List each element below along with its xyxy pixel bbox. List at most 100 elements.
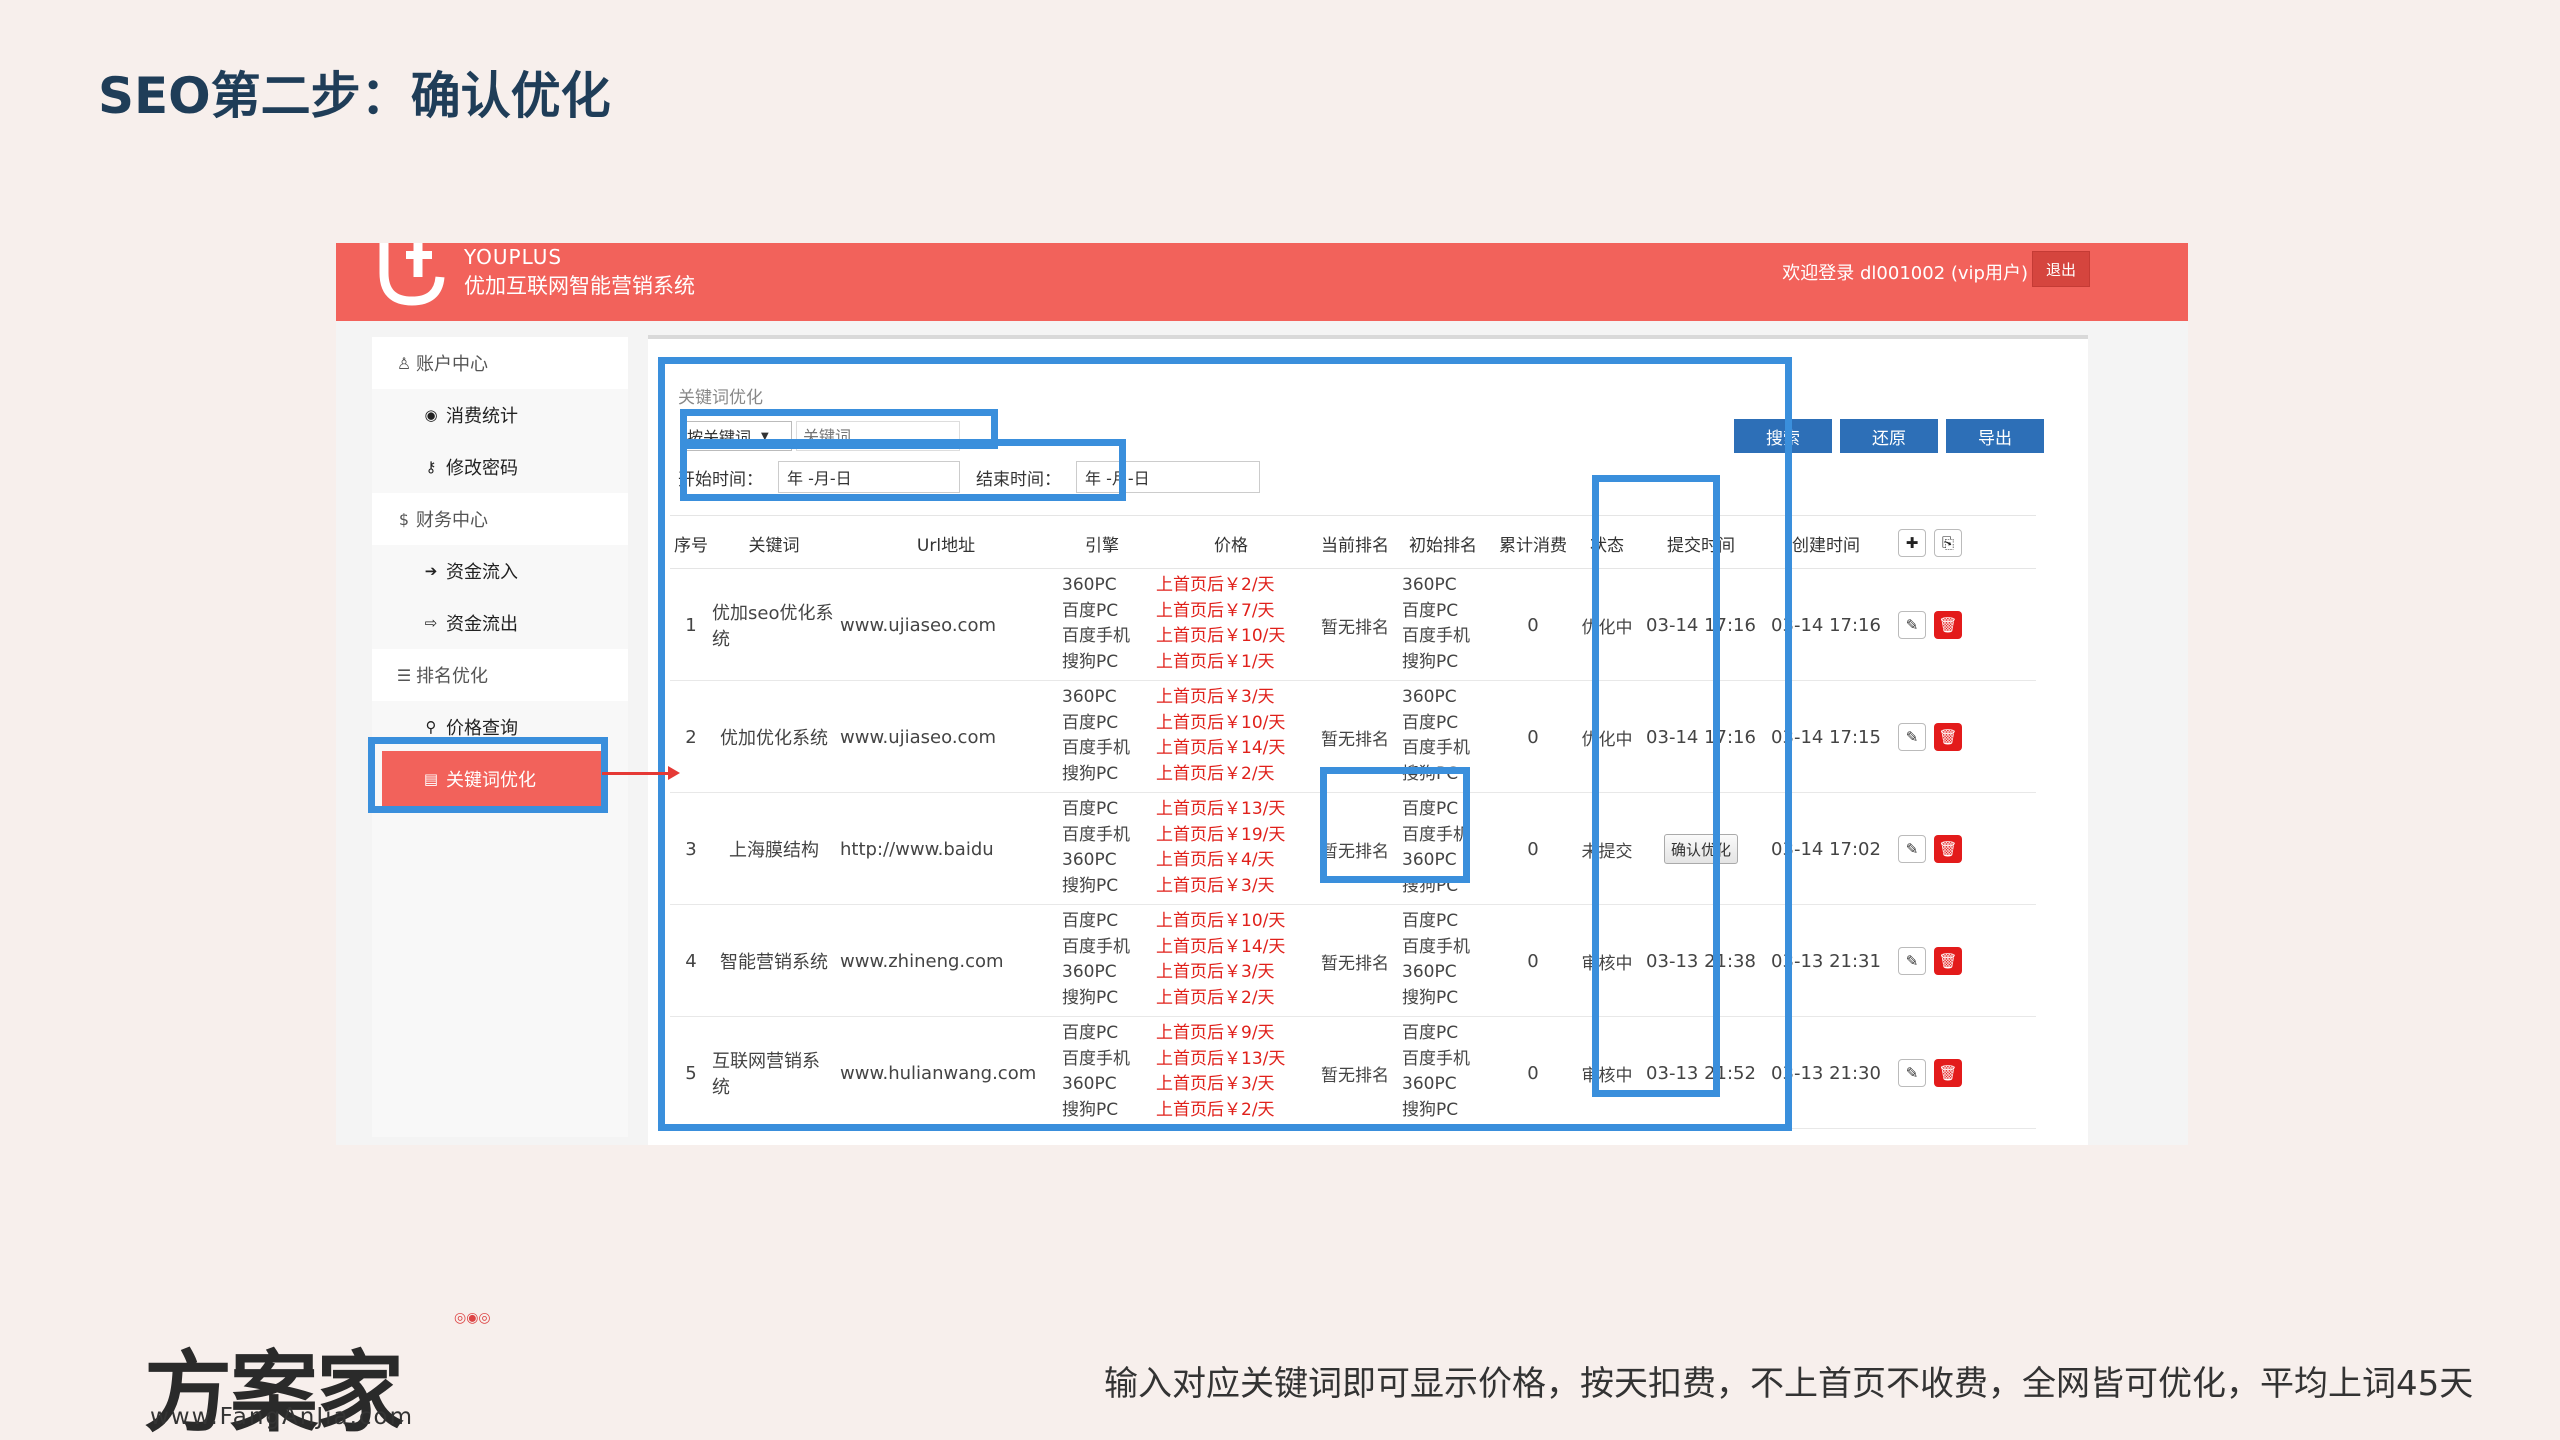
user-circle-icon: ◉ (424, 406, 438, 424)
price: 上首页后￥4/天 (1156, 850, 1275, 870)
row-keyword: 互联网营销系统 (712, 1051, 820, 1098)
row-create-time: 03-13 21:31 (1771, 950, 1881, 972)
list-icon: ☰ (396, 665, 412, 685)
price: 上首页后￥2/天 (1156, 575, 1275, 595)
sidebar-item-keyword-optimize[interactable]: ▤ 关键词优化 (382, 751, 608, 807)
brand-url: www.FangAnJia.com (150, 1404, 415, 1430)
edit-icon[interactable]: ✎ (1898, 1059, 1926, 1087)
row-keyword: 优加seo优化系统 (712, 603, 834, 650)
col-initial-rank: 初始排名 (1409, 535, 1477, 556)
row-create-time: 03-13 21:30 (1771, 1062, 1881, 1084)
row-engines: 百度PC 百度手机 360PC 搜狗PC (1062, 797, 1130, 899)
row-no: 4 (685, 950, 697, 972)
price: 上首页后￥10/天 (1156, 626, 1286, 646)
edit-icon[interactable]: ✎ (1898, 947, 1926, 975)
sidebar-item-password[interactable]: ⚷ 修改密码 (372, 441, 628, 493)
delete-icon[interactable]: 🗑 (1934, 723, 1962, 751)
sign-in-icon: ➔ (424, 562, 438, 580)
delete-icon[interactable]: 🗑 (1934, 611, 1962, 639)
row-submit-cell: 确认优化 (1638, 793, 1764, 905)
sidebar-item-funds-out[interactable]: ⇨ 资金流出 (372, 597, 628, 649)
app-header: YOUPLUS 优加互联网智能营销系统 欢迎登录 dl001002 (vip用户… (336, 243, 2188, 321)
sidebar-item-label: 资金流入 (446, 562, 518, 583)
engine: 搜狗PC (1062, 1099, 1119, 1120)
sidebar-item-label: 修改密码 (446, 458, 518, 479)
initial-engine: 百度PC (1402, 600, 1459, 621)
initial-engine: 360PC (1402, 962, 1457, 982)
row-create-time: 03-14 17:02 (1771, 838, 1881, 860)
price: 上首页后￥1/天 (1156, 651, 1275, 672)
col-engine: 引擎 (1085, 535, 1119, 556)
row-submit-time: 03-13 21:52 (1646, 1062, 1756, 1084)
sidebar-item-price-query[interactable]: ⚲ 价格查询 (372, 701, 628, 753)
table-row: 5 互联网营销系统 www.hulianwang.com 百度PC 百度手机 3… (670, 1017, 2036, 1129)
delete-icon[interactable]: 🗑 (1934, 1059, 1962, 1087)
slide-caption: 输入对应关键词即可显示价格，按天扣费，不上首页不收费，全网皆可优化，平均上词45… (1104, 1364, 2474, 1404)
sidebar-group-finance[interactable]: $ 财务中心 (372, 493, 628, 545)
sidebar-item-funds-in[interactable]: ➔ 资金流入 (372, 545, 628, 597)
row-status: 未提交 (1581, 841, 1633, 862)
row-current-rank: 暂无排名 (1321, 841, 1389, 862)
keyword-input[interactable] (796, 421, 960, 451)
delete-icon[interactable]: 🗑 (1934, 947, 1962, 975)
row-spent: 0 (1527, 950, 1539, 972)
price: 上首页后￥10/天 (1156, 911, 1286, 931)
search-button[interactable]: 搜索 (1734, 419, 1832, 453)
end-time-label: 结束时间： (976, 469, 1061, 490)
col-create-time: 创建时间 (1792, 535, 1860, 556)
confirm-optimize-button[interactable]: 确认优化 (1664, 834, 1738, 864)
row-submit-time: 03-13 21:38 (1646, 950, 1756, 972)
sidebar: ♙ 账户中心 ◉ 消费统计 ⚷ 修改密码 $ 财务中心 ➔ 资金流入 ⇨ 资金流… (372, 337, 628, 1137)
export-file-icon[interactable]: ⎘ (1934, 529, 1962, 557)
add-icon[interactable]: ✚ (1898, 529, 1926, 557)
row-spent: 0 (1527, 838, 1539, 860)
search-type-select[interactable]: 按关键词 ▼ (680, 421, 792, 451)
start-date-input[interactable]: 年 -月-日 (778, 461, 960, 493)
row-spent: 0 (1527, 1062, 1539, 1084)
row-current-rank: 暂无排名 (1321, 1065, 1389, 1086)
pointer-arrow-line (602, 772, 672, 775)
edit-icon[interactable]: ✎ (1898, 611, 1926, 639)
price: 上首页后￥3/天 (1156, 962, 1275, 982)
row-submit-time: 03-14 17:16 (1646, 614, 1756, 636)
key-icon: ⚷ (425, 458, 437, 476)
engine: 百度手机 (1062, 626, 1130, 646)
edit-icon[interactable]: ✎ (1898, 723, 1926, 751)
row-url: www.ujiaseo.com (840, 726, 996, 748)
pointer-arrow-icon (668, 766, 680, 780)
sidebar-item-label: 关键词优化 (446, 770, 536, 791)
row-url: www.hulianwang.com (840, 1062, 1037, 1084)
row-status: 审核中 (1581, 953, 1633, 974)
row-initial-rank: 百度PC 百度手机 360PC 搜狗PC (1402, 797, 1470, 899)
sidebar-item-consumption[interactable]: ◉ 消费统计 (372, 389, 628, 441)
edit-icon[interactable]: ✎ (1898, 835, 1926, 863)
sidebar-group-ranking[interactable]: ☰ 排名优化 (372, 649, 628, 701)
row-spent: 0 (1527, 614, 1539, 636)
row-no: 2 (685, 726, 697, 748)
sign-out-icon: ⇨ (424, 614, 438, 632)
end-date-input[interactable]: 年 -月-日 (1076, 461, 1260, 493)
engine: 360PC (1062, 575, 1117, 595)
col-spent: 累计消费 (1499, 535, 1567, 556)
delete-icon[interactable]: 🗑 (1934, 835, 1962, 863)
initial-engine: 百度手机 (1402, 626, 1470, 646)
row-initial-rank: 360PC 百度PC 百度手机 搜狗PC (1402, 685, 1470, 787)
reset-button[interactable]: 还原 (1840, 419, 1938, 453)
logout-button[interactable]: 退出 (2032, 251, 2090, 287)
export-button[interactable]: 导出 (1946, 419, 2044, 453)
sidebar-group-label: 账户中心 (416, 354, 488, 375)
sidebar-group-account[interactable]: ♙ 账户中心 (372, 337, 628, 389)
price: 上首页后￥13/天 (1156, 1048, 1286, 1069)
row-no: 5 (685, 1062, 697, 1084)
engine: 百度手机 (1062, 1048, 1130, 1069)
row-status: 优化中 (1581, 729, 1633, 750)
price: 上首页后￥19/天 (1156, 824, 1286, 845)
row-engines: 百度PC 百度手机 360PC 搜狗PC (1062, 909, 1130, 1011)
price: 上首页后￥10/天 (1156, 712, 1286, 733)
col-url: Url地址 (916, 535, 976, 556)
table-row: 1 优加seo优化系统 www.ujiaseo.com 360PC 百度PC 百… (670, 569, 2036, 681)
engine: 搜狗PC (1062, 651, 1119, 672)
engine: 百度PC (1062, 799, 1119, 819)
initial-engine: 360PC (1402, 850, 1457, 870)
table-row: 4 智能营销系统 www.zhineng.com 百度PC 百度手机 360PC… (670, 905, 2036, 1017)
